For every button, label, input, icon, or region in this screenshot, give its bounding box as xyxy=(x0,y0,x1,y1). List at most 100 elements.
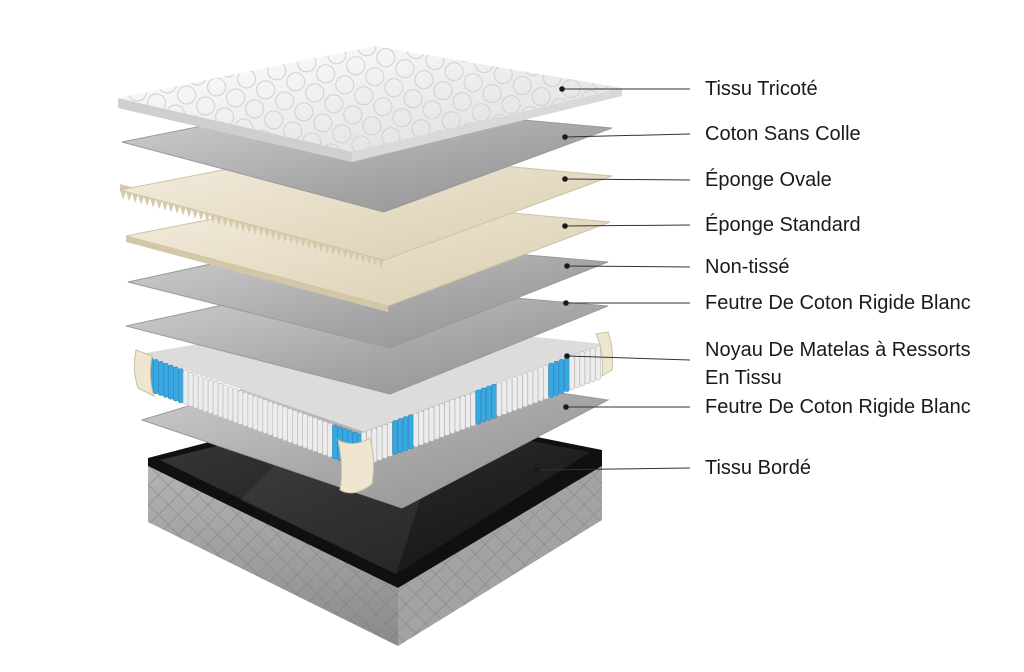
spring-left-coil xyxy=(212,381,219,416)
layer-tissu-tricote xyxy=(118,46,622,162)
spring-left-coil xyxy=(163,362,169,398)
leader-dot-coton xyxy=(562,134,568,140)
base-side-right-pattern xyxy=(398,466,602,646)
leader-line-borde xyxy=(536,467,691,471)
spring-right-coil xyxy=(485,385,492,421)
spring-right-coil xyxy=(511,376,518,411)
spring-right-coil xyxy=(558,359,565,394)
label-tricote-line1: Tissu Tricoté xyxy=(705,78,818,100)
spring-right-coil xyxy=(584,349,591,385)
spring-left-coil xyxy=(267,400,274,436)
spring-left-coil xyxy=(158,361,164,396)
spring-left-coil xyxy=(187,371,194,407)
spring-right-coil xyxy=(475,389,482,425)
spring-right-coil xyxy=(418,410,424,446)
leader-dot-ovale xyxy=(562,176,568,182)
label-coton: Coton Sans Colle xyxy=(705,122,861,146)
spring-right-coil xyxy=(402,416,409,452)
leader-line-standard xyxy=(564,224,691,227)
leader-dot-noyau xyxy=(564,353,570,359)
leader-dot-standard xyxy=(562,223,568,229)
spring-left-coil xyxy=(282,406,289,442)
spring-right-coil xyxy=(506,378,513,413)
leader-dot-nontisse xyxy=(564,263,570,269)
quilt-edge xyxy=(118,98,352,162)
label-feutre2: Feutre De Coton Rigide Blanc xyxy=(705,395,971,419)
spring-right-coil xyxy=(423,408,430,444)
label-nontisse-line1: Non-tissé xyxy=(705,256,790,278)
spring-left-coil xyxy=(247,393,254,429)
foam-standard-edge xyxy=(126,236,388,312)
spring-left-coil xyxy=(322,420,328,456)
spring-left-coil xyxy=(173,366,179,402)
spring-right-coil xyxy=(501,380,508,415)
spring-left-coil xyxy=(207,379,214,414)
spring-right-coil xyxy=(459,395,466,431)
leader-lines xyxy=(534,86,691,473)
spring-left-coil xyxy=(262,399,269,434)
leader-dot-tricote xyxy=(559,86,565,92)
spring-right-coil xyxy=(449,399,456,434)
spring-left-coil xyxy=(327,422,333,458)
spring-right-coil xyxy=(454,397,461,432)
label-tricote: Tissu Tricoté xyxy=(705,77,818,101)
label-ovale: Éponge Ovale xyxy=(705,168,832,192)
spring-right-coil xyxy=(392,420,398,455)
spring-right-coil xyxy=(433,404,440,440)
label-coton-line1: Coton Sans Colle xyxy=(705,123,861,145)
spring-left-coil xyxy=(287,408,294,443)
spring-core-corner-left xyxy=(133,349,155,397)
spring-left-coil xyxy=(192,373,199,409)
spring-right-coil xyxy=(595,345,601,381)
spring-left-coil xyxy=(222,384,229,420)
spring-right-coil xyxy=(574,353,580,388)
spring-right-coil xyxy=(563,357,570,392)
spring-left-coil xyxy=(292,410,299,445)
leader-line-ovale xyxy=(564,178,691,181)
spring-left-coil xyxy=(312,417,318,453)
spring-left-coil xyxy=(252,395,259,431)
spring-left-coil xyxy=(297,411,304,447)
spring-left-coil xyxy=(332,424,338,460)
spring-right-coil xyxy=(522,372,528,408)
spring-left-coil xyxy=(197,375,204,411)
spring-core-corner-front xyxy=(337,437,375,494)
spring-right-coil xyxy=(387,422,393,457)
spring-right-coil xyxy=(376,425,383,461)
spring-right-coil xyxy=(444,401,450,436)
spring-left-coil xyxy=(237,390,244,425)
leader-line-coton xyxy=(564,133,691,138)
quilt-edge-right xyxy=(352,88,622,162)
label-feutre1: Feutre De Coton Rigide Blanc xyxy=(705,291,971,315)
spring-right-coil xyxy=(480,387,487,423)
spring-left-coil xyxy=(302,413,309,449)
spring-core-corner-right xyxy=(595,331,613,377)
spring-right-coil xyxy=(397,418,404,453)
spring-left-coil xyxy=(168,364,174,400)
base-side-left-pattern xyxy=(148,466,398,646)
leader-dot-feutre1 xyxy=(563,300,569,306)
label-nontisse: Non-tissé xyxy=(705,255,789,279)
spring-right-coil xyxy=(532,368,539,404)
spring-left-coil xyxy=(307,415,313,451)
spring-left-coil xyxy=(242,391,249,427)
spring-left-coil xyxy=(202,377,209,413)
spring-right-coil xyxy=(569,355,575,390)
spring-right-coil xyxy=(496,381,502,417)
spring-left-coil xyxy=(217,382,224,418)
label-noyau-line2: En Tissu xyxy=(705,367,782,389)
spring-right-coil xyxy=(491,383,497,419)
spring-right-coil xyxy=(428,406,435,442)
spring-right-coil xyxy=(517,374,523,410)
label-borde-line1: Tissu Bordé xyxy=(705,457,811,479)
quilt-pattern xyxy=(118,46,622,152)
label-feutre1-line1: Feutre De Coton Rigide Blanc xyxy=(705,292,971,314)
label-noyau-line1: Noyau De Matelas à Ressorts xyxy=(705,339,971,361)
spring-right-coil xyxy=(470,391,476,427)
label-standard-line1: Éponge Standard xyxy=(705,214,861,236)
spring-right-coil xyxy=(407,414,414,450)
leader-dot-feutre2 xyxy=(563,404,569,410)
spring-left-coil xyxy=(317,419,323,454)
spring-left-coil xyxy=(272,402,279,438)
spring-right-coil xyxy=(527,370,534,406)
